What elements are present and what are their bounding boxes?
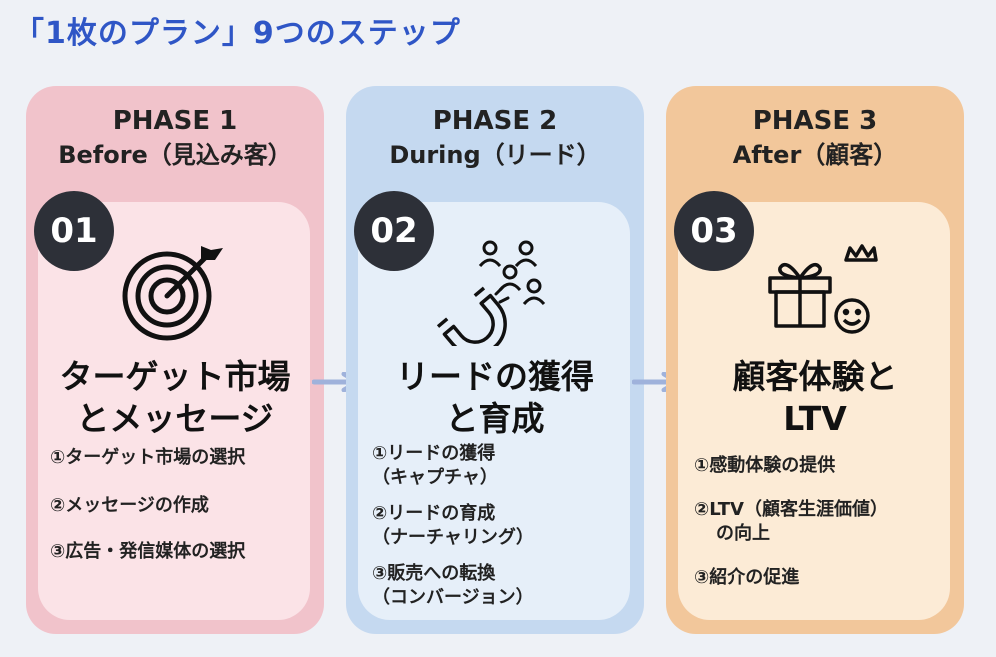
target-icon <box>26 236 324 346</box>
phase-2-heading-line1: リードの獲得 <box>396 357 594 396</box>
step-number-03: 03 <box>674 191 754 271</box>
phase-3-heading: 顧客体験と LTV <box>666 356 964 440</box>
phase-1-header: PHASE 1 Before（見込み客） <box>26 104 324 172</box>
step-item: ②メッセージの作成 <box>50 495 209 516</box>
phase-1-heading: ターゲット市場 とメッセージ <box>26 356 324 440</box>
phase-3-body <box>678 202 950 620</box>
phase-3-subtitle: After（顧客） <box>732 141 898 169</box>
step-item-sub: の向上 <box>716 523 770 544</box>
phase-3-header: PHASE 3 After（顧客） <box>666 104 964 172</box>
phase-1-heading-line2: とメッセージ <box>76 399 274 438</box>
step-item: ②リードの育成 <box>372 503 496 524</box>
phase-2-steps: ①リードの獲得 （キャプチャ） ②リードの育成 （ナーチャリング） ③販売への転… <box>372 442 636 610</box>
phase-1-label: PHASE 1 <box>112 106 238 136</box>
step-item: ②LTV（顧客生涯価値） <box>694 499 888 520</box>
step-item-sub: （ナーチャリング） <box>372 527 534 548</box>
step-item: ①リードの獲得 <box>372 443 496 464</box>
phase-1-steps: ①ターゲット市場の選択 ②メッセージの作成 ③広告・発信媒体の選択 <box>50 446 316 564</box>
phase-3-label: PHASE 3 <box>752 106 878 136</box>
phase-2-subtitle: During（リード） <box>389 141 601 169</box>
step-item: ③紹介の促進 <box>694 567 800 588</box>
step-item-sub: （コンバージョン） <box>372 587 534 608</box>
phase-1-heading-line1: ターゲット市場 <box>59 357 291 396</box>
phase-3-heading-line2: LTV <box>783 399 847 438</box>
phase-1-body <box>38 202 310 620</box>
step-item: ①ターゲット市場の選択 <box>50 447 246 468</box>
phase-2-header: PHASE 2 During（リード） <box>346 104 644 172</box>
phase-2-body <box>358 202 630 620</box>
phase-3-card: PHASE 3 After（顧客） 03 顧客体験と LTV ①感動体験の提供 … <box>666 86 964 634</box>
phase-2-card: PHASE 2 During（リード） 02 リードの獲得 と育成 <box>346 86 644 634</box>
step-item: ①感動体験の提供 <box>694 455 836 476</box>
phase-1-card: PHASE 1 Before（見込み客） 01 ターゲット市場 とメッセージ ①… <box>26 86 324 634</box>
phase-2-heading: リードの獲得 と育成 <box>346 356 644 440</box>
step-number-01: 01 <box>34 191 114 271</box>
phase-2-heading-line2: と育成 <box>445 399 545 438</box>
step-number-02: 02 <box>354 191 434 271</box>
phase-2-label: PHASE 2 <box>432 106 558 136</box>
step-item: ③販売への転換 <box>372 563 496 584</box>
phase-3-heading-line1: 顧客体験と <box>732 357 898 396</box>
phase-1-subtitle: Before（見込み客） <box>58 141 292 169</box>
phase-3-steps: ①感動体験の提供 ②LTV（顧客生涯価値） の向上 ③紹介の促進 <box>694 454 956 590</box>
step-item-sub: （キャプチャ） <box>372 467 498 488</box>
gift-smile-crown-icon <box>666 236 964 346</box>
page-title: 「1枚のプラン」9つのステップ <box>14 16 461 51</box>
step-item: ③広告・発信媒体の選択 <box>50 541 246 562</box>
magnet-people-icon <box>346 236 644 346</box>
